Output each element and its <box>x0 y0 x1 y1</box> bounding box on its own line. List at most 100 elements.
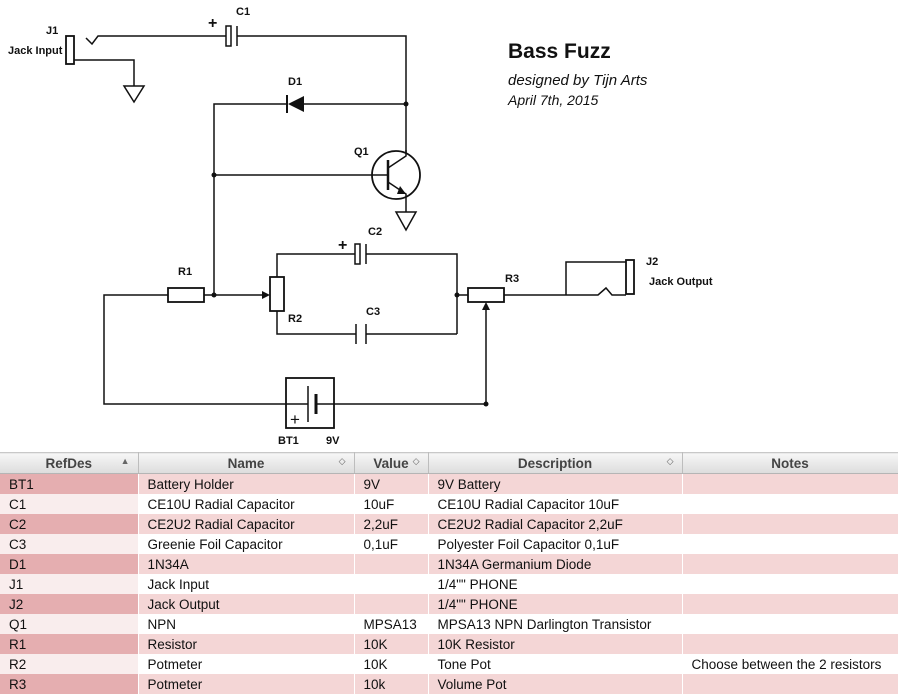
c2-label: C2 <box>368 226 382 238</box>
cell-desc: MPSA13 NPN Darlington Transistor <box>428 614 683 634</box>
bom-header-row: RefDes▲Name◇Value◇Description◇Notes <box>0 452 898 474</box>
column-header-label: RefDes <box>45 455 93 471</box>
sort-indicator-icon[interactable]: ◇ <box>338 456 346 466</box>
cell-name: Jack Output <box>138 594 355 614</box>
column-header-refdes[interactable]: RefDes ▲ <box>0 452 139 474</box>
cell-ref: R1 <box>0 634 139 654</box>
diagram-title: Bass Fuzz <box>508 40 611 63</box>
sort-indicator-icon[interactable]: ◇ <box>412 456 420 466</box>
c2-polarity: + <box>338 237 347 254</box>
cell-value: 10k <box>354 674 429 694</box>
cell-value: 10K <box>354 634 429 654</box>
r1-label: R1 <box>178 266 192 278</box>
cell-ref: C2 <box>0 514 139 534</box>
cell-value: 2,2uF <box>354 514 429 534</box>
cell-name: CE2U2 Radial Capacitor <box>138 514 355 534</box>
column-header-value[interactable]: Value◇ <box>354 452 429 474</box>
cell-desc: CE2U2 Radial Capacitor 2,2uF <box>428 514 683 534</box>
cell-value <box>354 594 429 614</box>
cell-ref: R2 <box>0 654 139 674</box>
cell-notes <box>682 574 898 594</box>
r2-tone-pot <box>269 253 356 335</box>
j1-description: Jack Input <box>8 45 63 57</box>
j1-label: J1 <box>46 25 58 37</box>
cell-desc: Polyester Foil Capacitor 0,1uF <box>428 534 683 554</box>
c3-capacitor <box>355 292 468 344</box>
c1-capacitor <box>225 25 407 158</box>
d1-label: D1 <box>288 76 302 88</box>
bt1-value: 9V <box>326 435 340 447</box>
design-date: April 7th, 2015 <box>507 92 598 108</box>
cell-ref: J2 <box>0 594 139 614</box>
q1-label: Q1 <box>354 146 369 158</box>
cell-desc: 10K Resistor <box>428 634 683 654</box>
r2-label: R2 <box>288 313 302 325</box>
cell-ref: C3 <box>0 534 139 554</box>
cell-ref: Q1 <box>0 614 139 634</box>
bt1-battery <box>285 377 486 429</box>
cell-ref: R3 <box>0 674 139 694</box>
j2-label: J2 <box>646 256 658 268</box>
c1-label: C1 <box>236 6 250 18</box>
cell-name: Potmeter <box>138 674 355 694</box>
bt1-polarity: + <box>290 410 300 429</box>
cell-name: Jack Input <box>138 574 355 594</box>
sort-indicator-icon[interactable]: ▲ <box>120 456 130 466</box>
cell-desc: 1N34A Germanium Diode <box>428 554 683 574</box>
cell-notes <box>682 494 898 514</box>
column-header-label: Name <box>227 455 265 471</box>
cell-desc: Volume Pot <box>428 674 683 694</box>
cell-notes <box>682 554 898 574</box>
cell-name: Greenie Foil Capacitor <box>138 534 355 554</box>
cell-notes <box>682 594 898 614</box>
cell-desc: 9V Battery <box>428 473 683 494</box>
c1-polarity: + <box>208 15 217 32</box>
column-header-label: Description <box>517 455 593 471</box>
cell-ref: D1 <box>0 554 139 574</box>
cell-name: NPN <box>138 614 355 634</box>
cell-name: 1N34A <box>138 554 355 574</box>
cell-value: 0,1uF <box>354 534 429 554</box>
column-header-notes[interactable]: Notes <box>682 452 898 474</box>
r1-resistor <box>103 287 286 405</box>
cell-name: Potmeter <box>138 654 355 674</box>
cell-desc: Tone Pot <box>428 654 683 674</box>
r3-volume-pot <box>467 261 626 407</box>
schematic-diagram: Bass Fuzz designed by Tijn Arts April 7t… <box>8 6 713 447</box>
c3-label: C3 <box>366 306 380 318</box>
cell-value: 10K <box>354 654 429 674</box>
column-header-label: Value <box>373 455 409 471</box>
cell-name: Battery Holder <box>138 473 355 494</box>
column-header-description[interactable]: Description ◇ <box>428 452 683 474</box>
cell-name: CE10U Radial Capacitor <box>138 494 355 514</box>
designer-credit: designed by Tijn Arts <box>508 72 648 89</box>
cell-desc: CE10U Radial Capacitor 10uF <box>428 494 683 514</box>
r3-label: R3 <box>505 273 519 285</box>
column-header-name[interactable]: Name ◇ <box>138 452 355 474</box>
q1-transistor <box>211 101 421 232</box>
column-header-label: Notes <box>771 455 809 471</box>
cell-ref: J1 <box>0 574 139 594</box>
cell-value <box>354 554 429 574</box>
cell-desc: 1/4"" PHONE <box>428 594 683 614</box>
sort-indicator-icon[interactable]: ◇ <box>666 456 674 466</box>
bt1-label: BT1 <box>278 435 299 447</box>
cell-notes: Choose between the 2 resistors <box>682 654 898 674</box>
cell-desc: 1/4"" PHONE <box>428 574 683 594</box>
j2-description: Jack Output <box>649 276 713 288</box>
j2-output-jack <box>625 259 635 295</box>
